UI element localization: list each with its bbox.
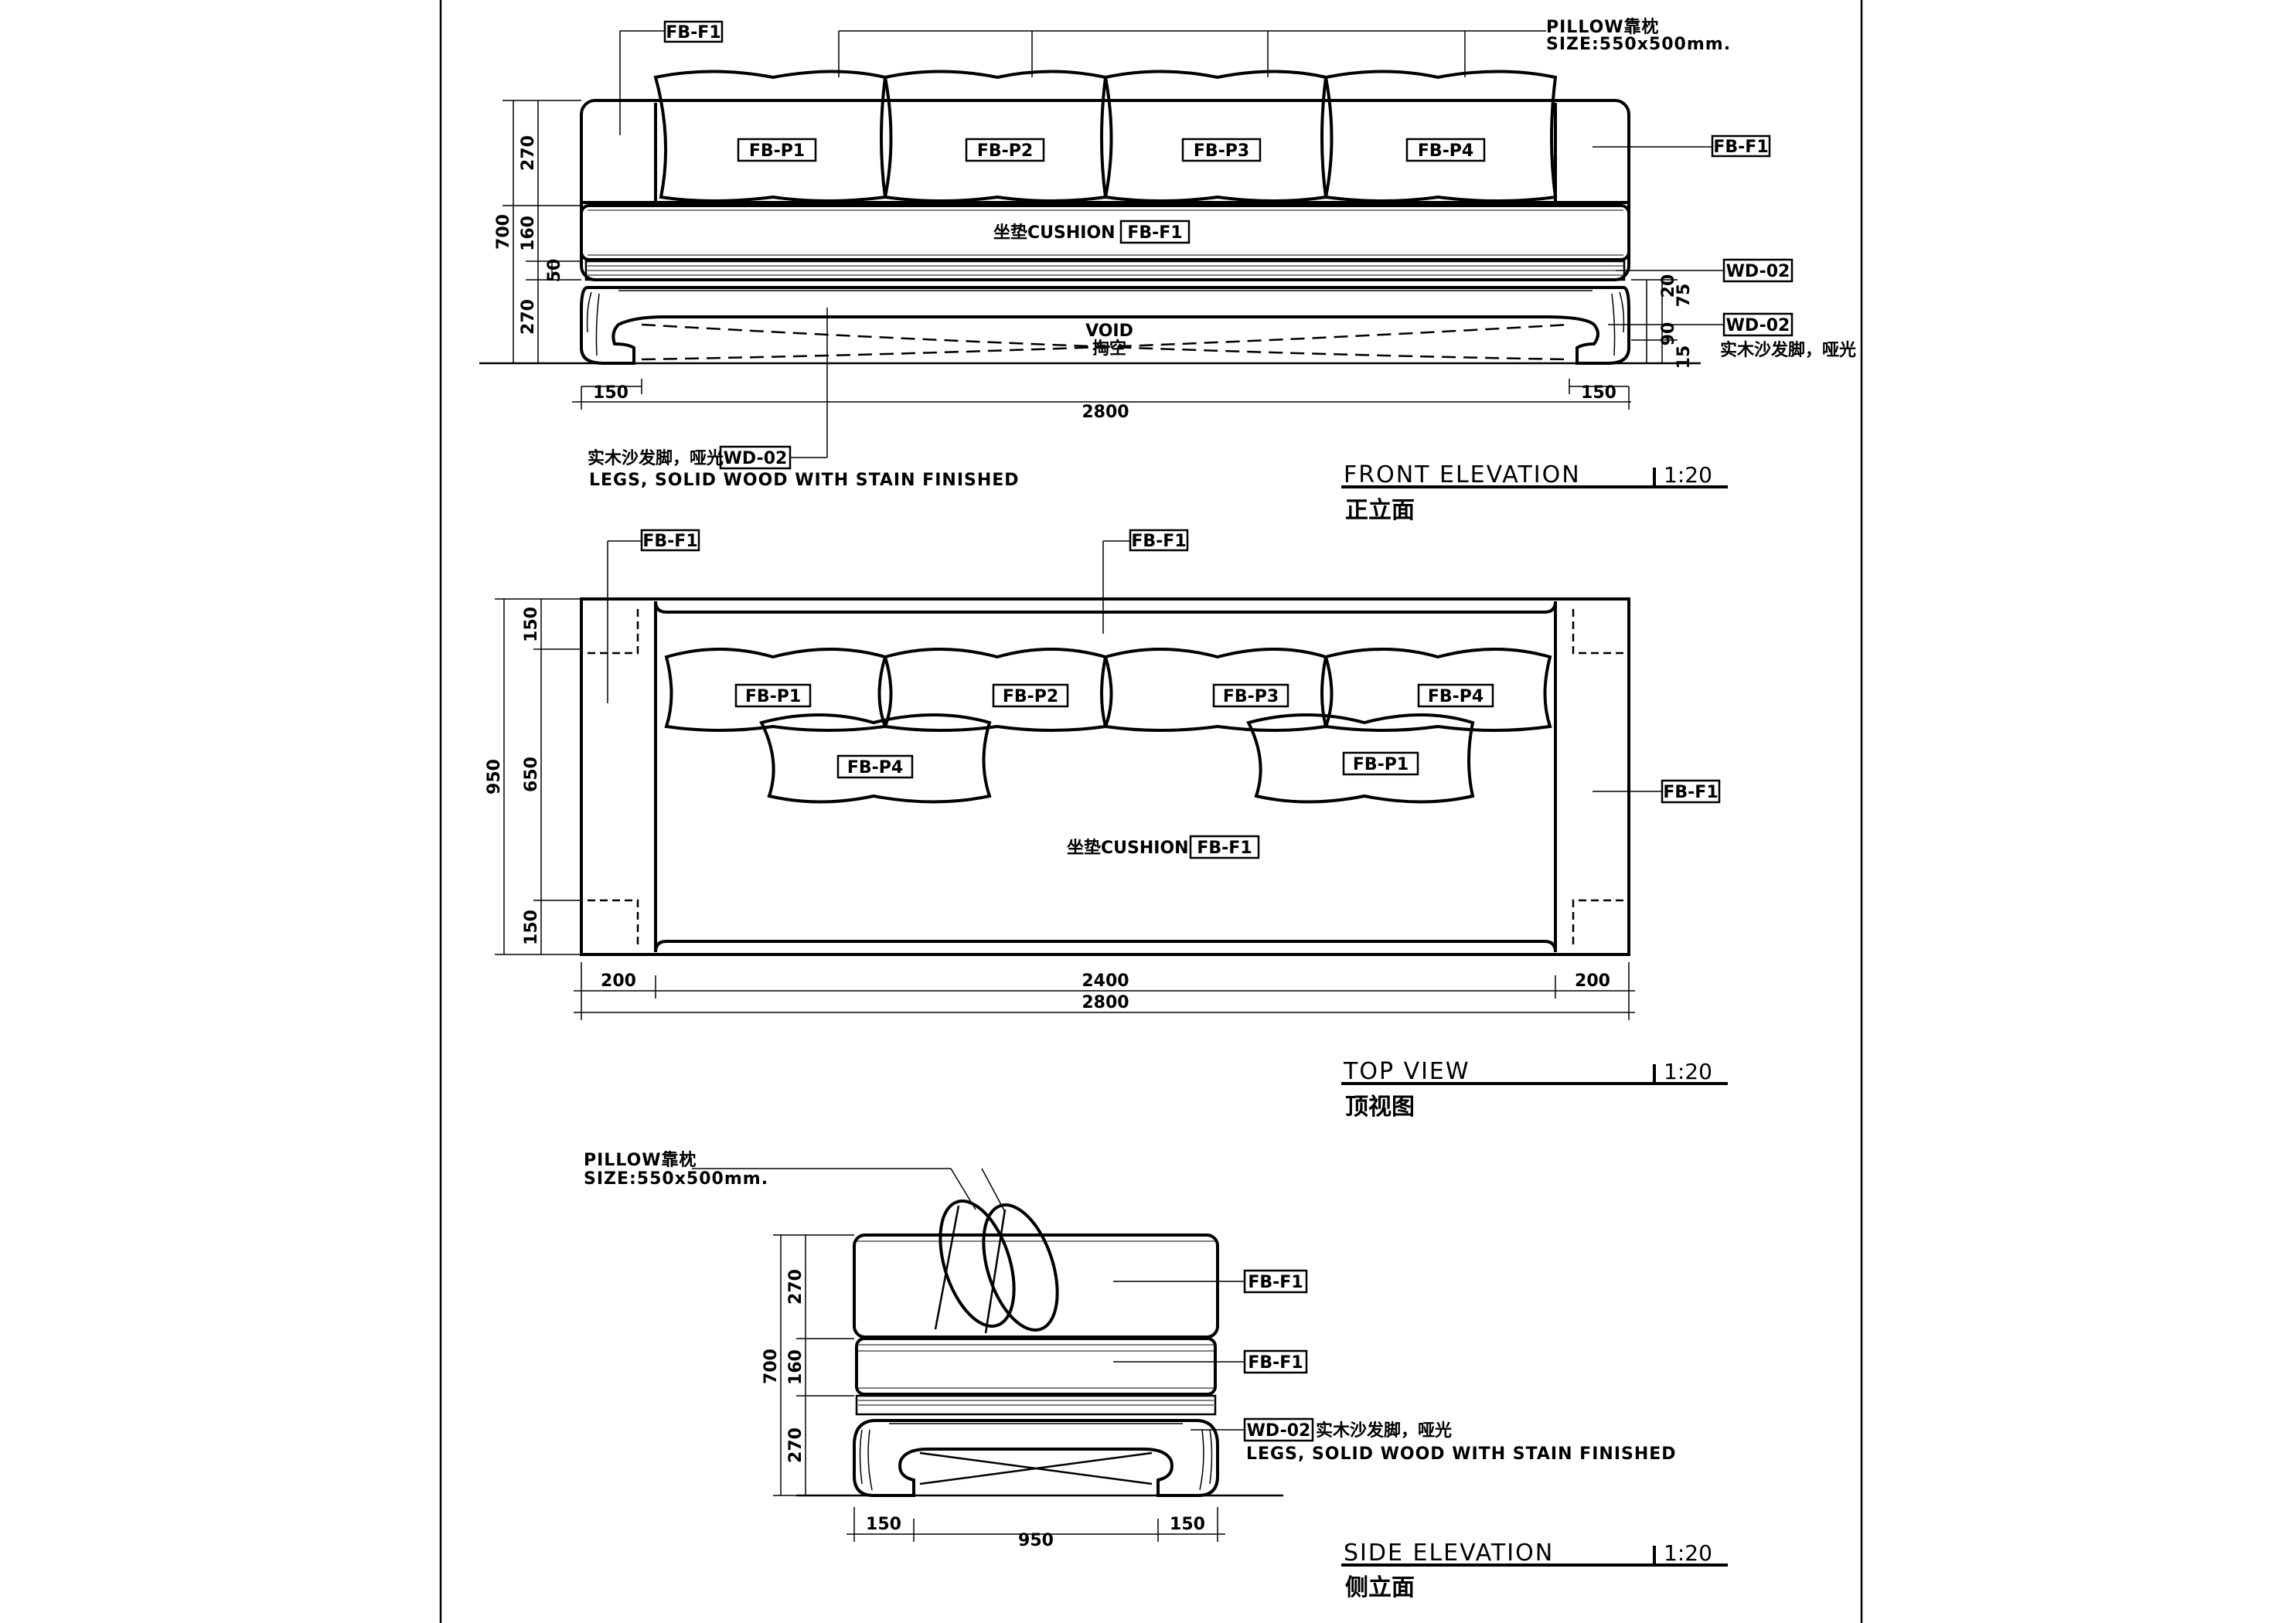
top-view-drawing: [495, 540, 1728, 1085]
front-pillow-label: PILLOW靠枕: [1546, 18, 1660, 37]
tag-top-fb-p3: FB-P3: [1223, 687, 1279, 706]
side-dim-w-mid: 950: [1018, 1531, 1054, 1550]
side-pillow-label: PILLOW靠枕: [584, 1151, 697, 1170]
top-dim-w-seat: 2400: [1082, 971, 1129, 991]
tag-front-wd-02-legs: WD-02: [1726, 316, 1790, 335]
tag-front-wd-02-band: WD-02: [1726, 262, 1790, 281]
front-legs-en: LEGS, SOLID WOOD WITH STAIN FINISHED: [589, 471, 1020, 490]
tag-top-fb-f1-back: FB-F1: [1131, 532, 1186, 551]
front-void-cn: 掏空: [1092, 339, 1126, 359]
top-dim-d-front: 150: [522, 910, 541, 945]
front-legs-cn-right: 实木沙发脚，哑光: [1720, 340, 1856, 360]
side-dim-h-back: 270: [786, 1269, 806, 1305]
tag-top-fb-f1-cushion: FB-F1: [1197, 839, 1252, 858]
front-cushion-label: 坐垫CUSHION: [993, 223, 1116, 243]
top-dim-d-total: 950: [485, 759, 504, 794]
top-cushion-label: 坐垫CUSHION: [1067, 838, 1189, 858]
front-elevation-title: FRONT ELEVATION: [1344, 461, 1581, 488]
front-dim-h-back: 270: [519, 135, 538, 171]
top-view-title-cn: 顶视图: [1345, 1094, 1415, 1121]
front-dim-h-legs: 270: [519, 299, 538, 335]
side-elevation-drawing: [692, 1168, 1728, 1567]
front-dim-r-90: 90: [1659, 322, 1678, 346]
front-dim-h-base: 50: [545, 259, 564, 283]
tag-front-fb-p4: FB-P4: [1418, 141, 1473, 161]
side-dim-w-leg-right: 150: [1170, 1515, 1205, 1534]
front-dim-h-seat: 160: [519, 216, 538, 251]
tag-front-fb-p2: FB-P2: [977, 141, 1033, 161]
front-dim-r-75: 75: [1674, 284, 1694, 308]
tag-front-fb-p1: FB-P1: [749, 141, 805, 161]
tag-top-fb-p4: FB-P4: [1428, 687, 1484, 706]
front-void-label: VOID: [1085, 322, 1133, 341]
side-dim-h-legs: 270: [786, 1427, 806, 1463]
front-legs-cn: 实木沙发脚，哑光: [588, 448, 724, 468]
front-dim-w-total: 2800: [1082, 403, 1129, 422]
tag-front-fb-f1-cushion: FB-F1: [1127, 223, 1182, 243]
tag-front-fb-f1-right: FB-F1: [1713, 138, 1768, 157]
front-dim-r-15: 15: [1674, 345, 1694, 369]
tag-side-wd-02: WD-02: [1247, 1421, 1311, 1441]
top-view-title: TOP VIEW: [1343, 1058, 1470, 1085]
front-dim-h-total: 700: [494, 214, 513, 250]
side-legs-cn: 实木沙发脚，哑光: [1316, 1421, 1452, 1441]
top-dim-d-seat: 650: [522, 757, 541, 792]
tag-top-fb-p2: FB-P2: [1003, 687, 1058, 706]
front-elevation-title-cn: 正立面: [1345, 497, 1415, 524]
top-dim-w-total: 2800: [1082, 993, 1129, 1012]
front-elevation-drawing: [479, 30, 1728, 488]
tag-front-fb-p3: FB-P3: [1194, 141, 1249, 161]
front-dim-w-leg-left: 150: [593, 383, 629, 403]
side-dim-w-leg-left: 150: [866, 1515, 901, 1534]
side-elevation-title: SIDE ELEVATION: [1344, 1540, 1554, 1567]
top-dim-w-arm-right: 200: [1575, 971, 1610, 991]
tag-top-fb-p1-front: FB-P1: [1353, 755, 1409, 774]
tag-side-fb-f1-seat: FB-F1: [1248, 1353, 1303, 1373]
side-dim-h-seat: 160: [786, 1349, 806, 1385]
front-pillow-size: SIZE:550x500mm.: [1546, 35, 1731, 54]
side-elevation-scale: 1:20: [1664, 1540, 1712, 1566]
side-elevation-title-cn: 侧立面: [1345, 1574, 1415, 1601]
tag-top-fb-f1-left: FB-F1: [642, 532, 697, 551]
tag-top-fb-p4-front: FB-P4: [847, 758, 903, 777]
front-elevation-scale: 1:20: [1664, 462, 1712, 488]
side-legs-en: LEGS, SOLID WOOD WITH STAIN FINISHED: [1246, 1444, 1677, 1464]
top-view-scale: 1:20: [1664, 1059, 1712, 1084]
side-pillow-size: SIZE:550x500mm.: [584, 1169, 768, 1189]
top-dim-d-back: 150: [522, 607, 541, 642]
front-dim-r-20: 20: [1659, 274, 1678, 298]
tag-front-wd-02-legs-note: WD-02: [724, 449, 788, 468]
tag-side-fb-f1-back: FB-F1: [1248, 1273, 1303, 1292]
top-dim-w-arm-left: 200: [601, 971, 636, 991]
tag-top-fb-f1-right: FB-F1: [1663, 783, 1718, 802]
tag-top-fb-p1: FB-P1: [745, 687, 801, 706]
side-dim-h-total: 700: [761, 1349, 781, 1384]
tag-front-fb-f1-top: FB-F1: [666, 23, 720, 43]
front-dim-w-leg-right: 150: [1581, 383, 1616, 403]
